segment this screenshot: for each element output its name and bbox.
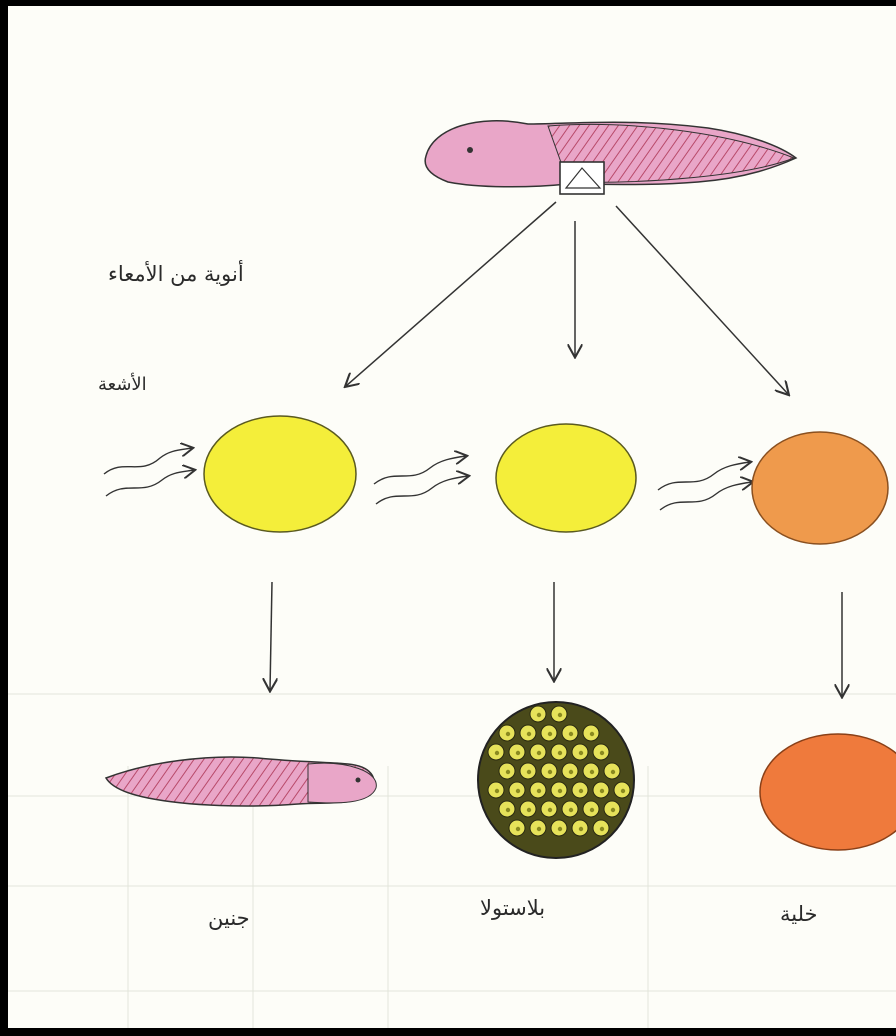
blastula-nucleus xyxy=(600,751,604,755)
sample-box xyxy=(560,162,604,194)
nuclear-transfer-diagram xyxy=(8,6,896,1028)
blastula-result xyxy=(478,702,634,858)
blastula-nucleus xyxy=(590,770,594,774)
egg-orange xyxy=(752,432,888,544)
blastula-nucleus xyxy=(537,789,541,793)
embryo-result xyxy=(106,757,376,806)
blastula-nucleus xyxy=(516,789,520,793)
blastula-nucleus xyxy=(527,808,531,812)
blastula-nucleus xyxy=(537,827,541,831)
blastula-nucleus xyxy=(558,827,562,831)
blastula-nucleus xyxy=(516,751,520,755)
blastula-nucleus xyxy=(548,732,552,736)
blastula-nucleus xyxy=(579,827,583,831)
label-nuclei-from-tadpoles: أنوية من الأمعاء xyxy=(108,262,244,286)
blastula-nucleus xyxy=(558,789,562,793)
blastula-nucleus xyxy=(600,789,604,793)
blastula-nucleus xyxy=(621,789,625,793)
source-arrows xyxy=(346,202,788,394)
label-blastula: بلاستولا xyxy=(480,896,545,920)
radiation-waves xyxy=(104,448,752,510)
egg-yellow-2 xyxy=(496,424,636,532)
egg-yellow-1 xyxy=(204,416,356,532)
blastula-nucleus xyxy=(579,789,583,793)
blastula-nucleus xyxy=(569,770,573,774)
cell-result xyxy=(760,734,896,850)
tadpole-source xyxy=(425,121,796,194)
blastula-nucleus xyxy=(506,770,510,774)
blastula-nucleus xyxy=(527,770,531,774)
blastula-nucleus xyxy=(495,751,499,755)
blastula-nucleus xyxy=(611,770,615,774)
eggs xyxy=(204,416,888,544)
blastula-nucleus xyxy=(506,732,510,736)
blastula-nucleus xyxy=(569,732,573,736)
blastula-nucleus xyxy=(537,751,541,755)
down-arrows xyxy=(270,582,842,696)
blastula-nucleus xyxy=(506,808,510,812)
paper-grid xyxy=(8,694,896,1028)
blastula-nucleus xyxy=(600,827,604,831)
blastula-nucleus xyxy=(590,808,594,812)
blastula-nucleus xyxy=(590,732,594,736)
label-cell: خلية xyxy=(780,902,818,926)
blastula-nucleus xyxy=(569,808,573,812)
blastula-nucleus xyxy=(611,808,615,812)
blastula-nucleus xyxy=(579,751,583,755)
blastula-nucleus xyxy=(548,770,552,774)
blastula-nucleus xyxy=(527,732,531,736)
blastula-nucleus xyxy=(558,751,562,755)
blastula-nucleus xyxy=(548,808,552,812)
label-embryo: جنين xyxy=(208,906,250,930)
blastula-nucleus xyxy=(495,789,499,793)
diagram-canvas: أنوية من الأمعاء الأشعة جنين بلاستولا خل… xyxy=(8,6,896,1028)
blastula-nucleus xyxy=(558,713,562,717)
blastula-nucleus xyxy=(537,713,541,717)
label-radiation: الأشعة xyxy=(98,374,147,395)
blastula-nucleus xyxy=(516,827,520,831)
